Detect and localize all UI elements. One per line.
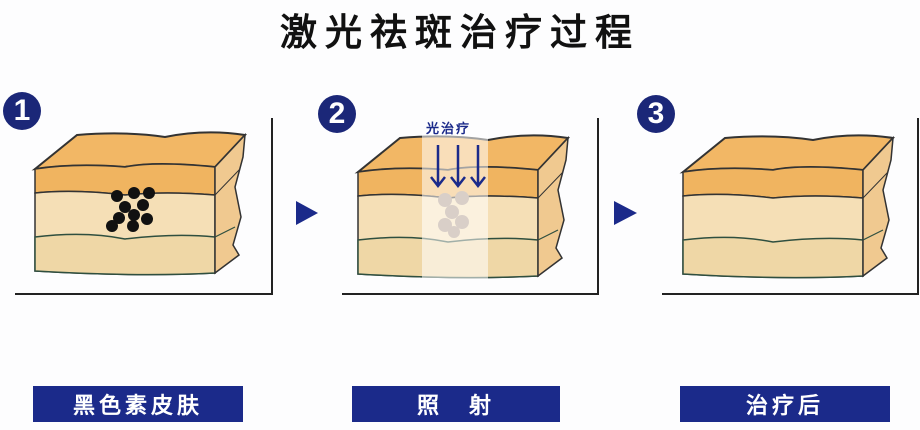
skin-block-3 bbox=[682, 134, 894, 279]
frame-2 bbox=[342, 118, 599, 295]
step-label-1: 黑色素皮肤 bbox=[33, 386, 243, 422]
light-treatment-annotation: 光治疗 bbox=[426, 122, 472, 137]
light-arrows-icon bbox=[430, 145, 486, 189]
step-number-3: 3 bbox=[637, 95, 675, 133]
frame-3 bbox=[662, 118, 919, 295]
step-label-2: 照 射 bbox=[352, 386, 560, 422]
step-label-3: 治疗后 bbox=[680, 386, 890, 422]
skin-block-1 bbox=[34, 131, 246, 276]
step-number-2: 2 bbox=[318, 95, 356, 133]
skin-block-2 bbox=[357, 130, 569, 280]
next-arrow-icon bbox=[614, 201, 637, 225]
page-title: 激光祛斑治疗过程 bbox=[280, 11, 640, 54]
pigment-cluster bbox=[106, 187, 155, 232]
faded-pigment bbox=[438, 191, 469, 238]
frame-1 bbox=[15, 118, 273, 295]
step-number-1: 1 bbox=[3, 92, 41, 130]
next-arrow-icon bbox=[296, 201, 318, 225]
